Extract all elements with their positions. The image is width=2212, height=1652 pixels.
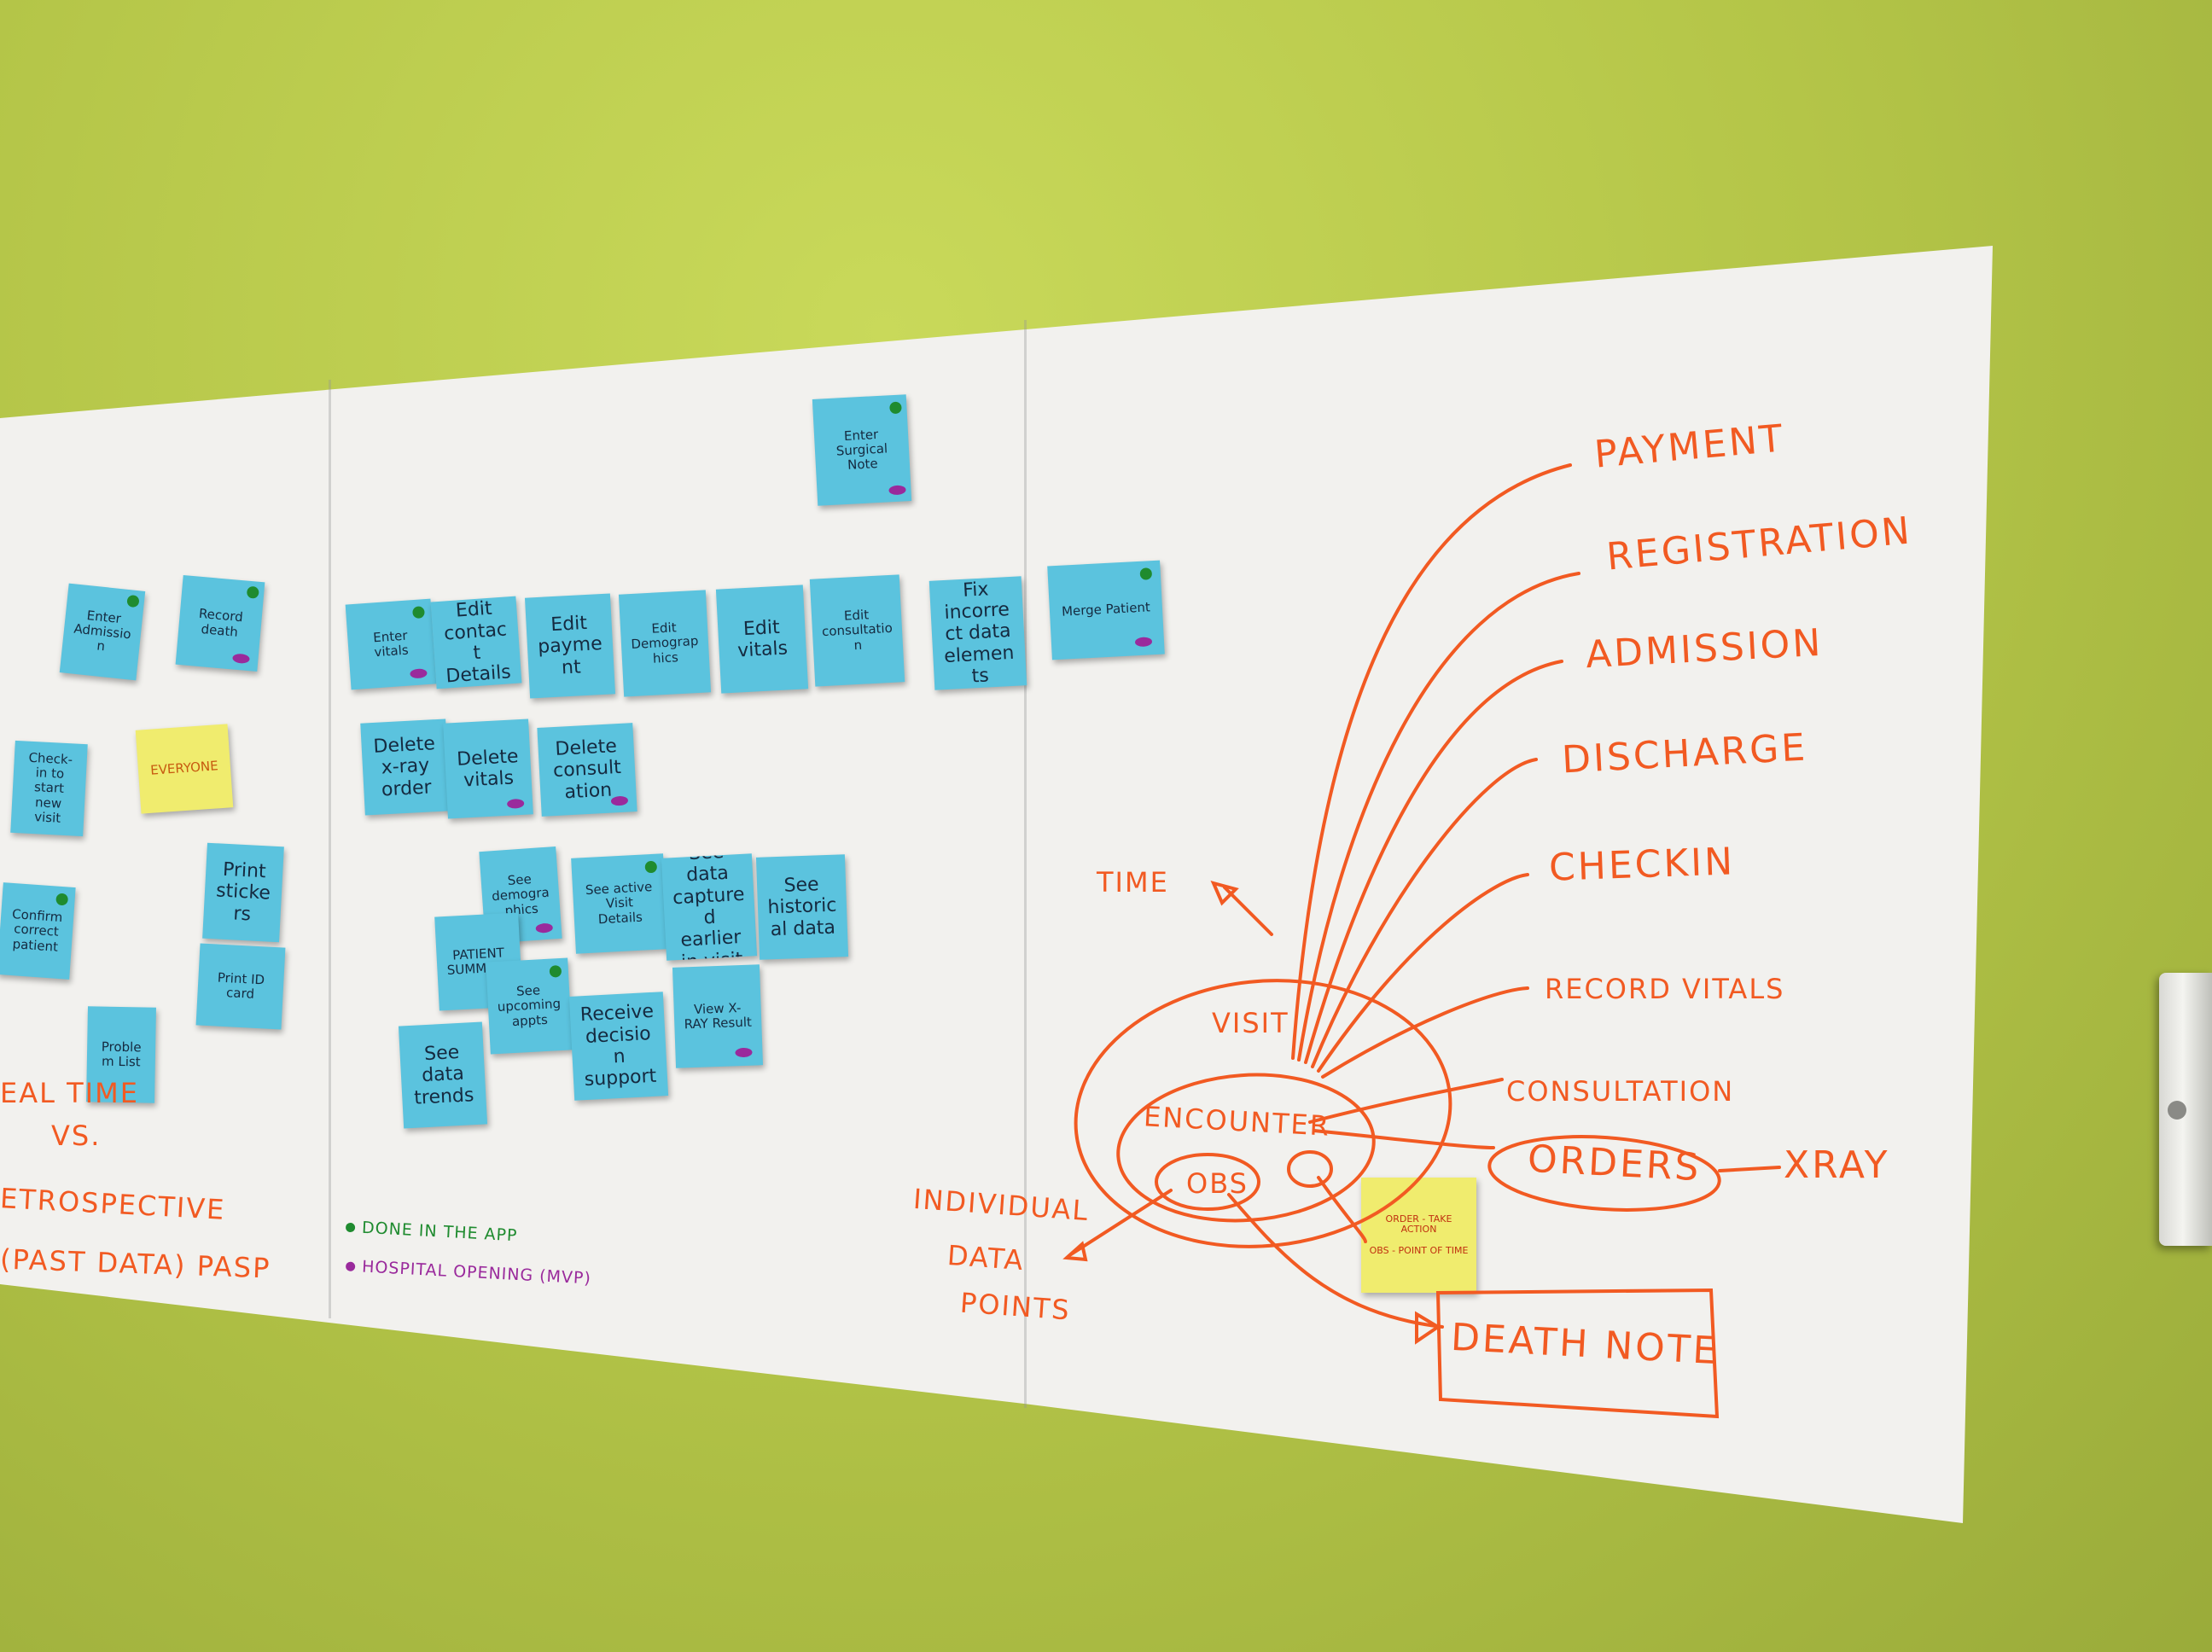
mind-map-label: ORDERS <box>1526 1137 1703 1190</box>
mind-map-label: CHECKIN <box>1548 840 1736 890</box>
mind-map-label: OBS <box>1186 1167 1249 1200</box>
handwritten-text: VS. <box>51 1120 102 1152</box>
mind-map-label: VISIT <box>1212 1007 1289 1039</box>
mind-map-label: XRAY <box>1784 1143 1890 1187</box>
handwritten-text: EAL TIME <box>0 1077 139 1109</box>
mind-map-label: TIME <box>1097 866 1169 899</box>
paper-seam <box>329 380 331 1318</box>
mind-map-label: CONSULTATION <box>1506 1075 1735 1108</box>
paper-seam <box>1024 320 1027 1408</box>
clip-knob <box>2168 1101 2186 1120</box>
wall-clip <box>2159 973 2212 1246</box>
mind-map-label: RECORD VITALS <box>1545 973 1785 1005</box>
mind-map-label: DATA <box>946 1238 1026 1277</box>
